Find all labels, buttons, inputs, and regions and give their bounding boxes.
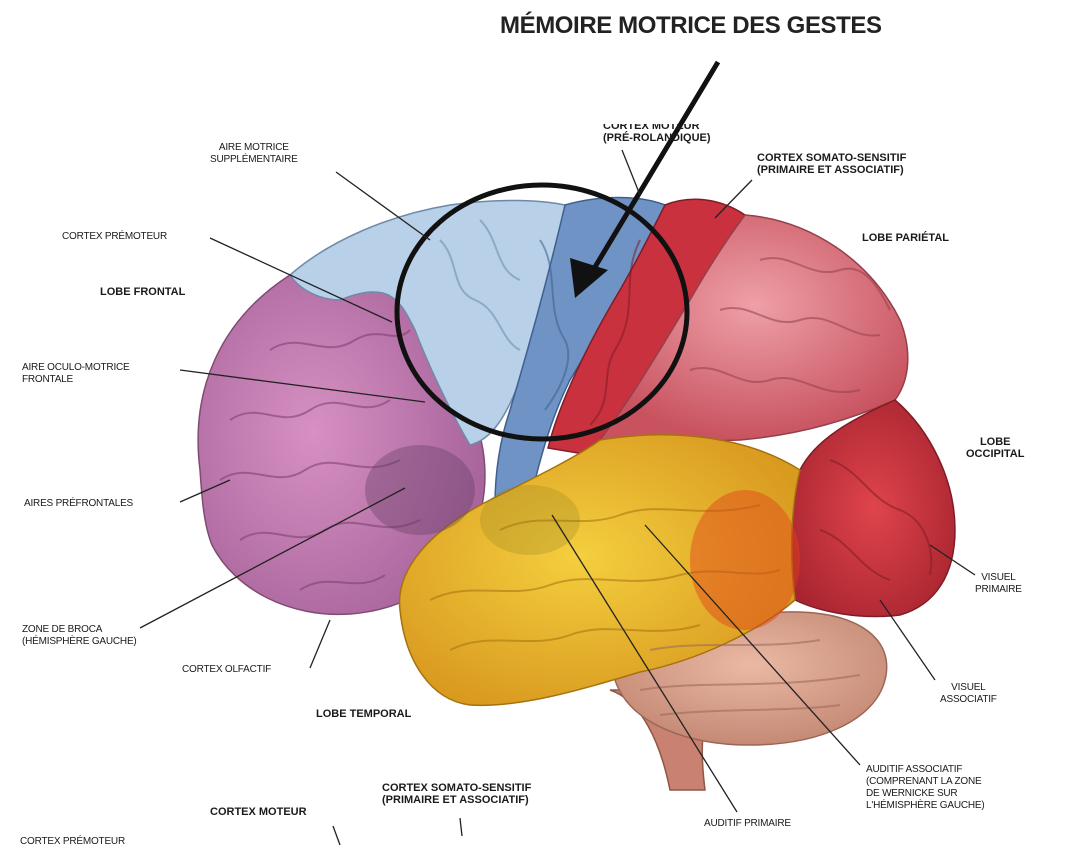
- label-cortex-somato-sensitif-bottom: CORTEX SOMATO-SENSITIF (PRIMAIRE ET ASSO…: [382, 782, 531, 806]
- occipital-lobe-region: [792, 400, 955, 617]
- label-line: SUPPLÉMENTAIRE: [210, 154, 298, 166]
- label-line: AIRE MOTRICE: [210, 142, 298, 154]
- label-line: AIRE OCULO-MOTRICE: [22, 362, 130, 374]
- label-lobe-temporal: LOBE TEMPORAL: [316, 708, 411, 720]
- label-line: VISUEL: [940, 682, 997, 694]
- label-line: L'HÉMISPHÈRE GAUCHE): [866, 800, 985, 812]
- label-line: (COMPRENANT LA ZONE: [866, 776, 985, 788]
- label-zone-de-broca: ZONE DE BROCA (HÉMISPHÈRE GAUCHE): [22, 624, 137, 648]
- label-aire-oculo-motrice: AIRE OCULO-MOTRICE FRONTALE: [22, 362, 130, 386]
- label-line: AUDITIF ASSOCIATIF: [866, 764, 985, 776]
- label-line: CORTEX SOMATO-SENSITIF: [382, 782, 531, 794]
- broca-area-highlight: [365, 445, 475, 535]
- label-cortex-premoteur: CORTEX PRÉMOTEUR: [62, 231, 167, 243]
- label-visuel-associatif: VISUEL ASSOCIATIF: [940, 682, 997, 706]
- auditory-primary-highlight: [480, 485, 580, 555]
- label-lobe-parietal: LOBE PARIÉTAL: [862, 232, 949, 244]
- label-line: OCCIPITAL: [966, 448, 1024, 460]
- wernicke-highlight: [690, 490, 800, 630]
- label-line: VISUEL: [975, 572, 1022, 584]
- label-line: LOBE: [966, 436, 1024, 448]
- label-line: FRONTALE: [22, 374, 130, 386]
- label-line: (PRÉ-ROLANDIQUE): [603, 132, 711, 144]
- label-line: (PRIMAIRE ET ASSOCIATIF): [382, 794, 531, 806]
- label-cortex-premoteur-bottom: CORTEX PRÉMOTEUR: [20, 836, 125, 848]
- label-line: (PRIMAIRE ET ASSOCIATIF): [757, 164, 906, 176]
- label-line: DE WERNICKE SUR: [866, 788, 985, 800]
- label-visuel-primaire: VISUEL PRIMAIRE: [975, 572, 1022, 596]
- label-lobe-frontal: LOBE FRONTAL: [100, 286, 185, 298]
- label-aires-prefrontales: AIRES PRÉFRONTALES: [24, 498, 133, 510]
- label-line: ASSOCIATIF: [940, 694, 997, 706]
- label-line: CORTEX SOMATO-SENSITIF: [757, 152, 906, 164]
- label-line: PRIMAIRE: [975, 584, 1022, 596]
- label-aire-motrice-supplementaire: AIRE MOTRICE SUPPLÉMENTAIRE: [210, 142, 298, 166]
- label-auditif-associatif: AUDITIF ASSOCIATIF (COMPRENANT LA ZONE D…: [866, 764, 985, 812]
- label-line: (HÉMISPHÈRE GAUCHE): [22, 636, 137, 648]
- label-lobe-occipital: LOBE OCCIPITAL: [966, 436, 1024, 460]
- label-cortex-moteur-bottom: CORTEX MOTEUR: [210, 806, 307, 818]
- label-cortex-somato-sensitif-top: CORTEX SOMATO-SENSITIF (PRIMAIRE ET ASSO…: [757, 152, 906, 176]
- label-cortex-olfactif: CORTEX OLFACTIF: [182, 664, 271, 676]
- label-line: ZONE DE BROCA: [22, 624, 137, 636]
- label-auditif-primaire: AUDITIF PRIMAIRE: [704, 818, 791, 830]
- diagram-title: MÉMOIRE MOTRICE DES GESTES: [500, 12, 882, 40]
